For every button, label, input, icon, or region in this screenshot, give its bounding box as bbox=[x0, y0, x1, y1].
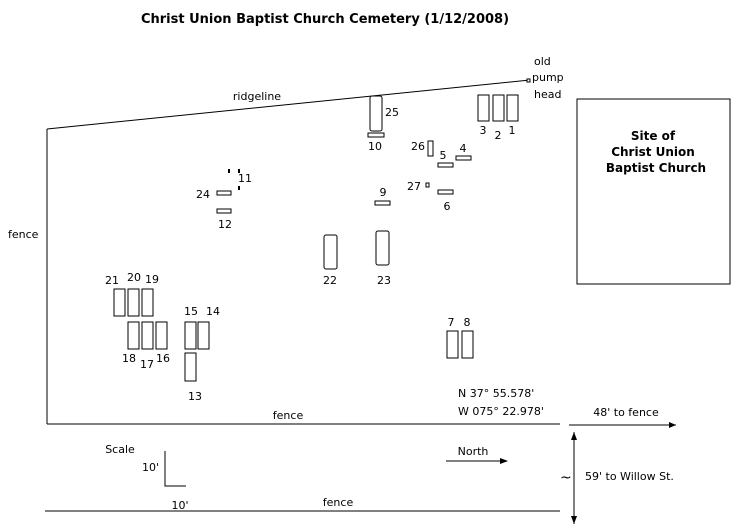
grave-label-8: 8 bbox=[464, 316, 471, 329]
grave-12 bbox=[216, 208, 232, 214]
church-label-line-3: Baptist Church bbox=[606, 161, 706, 175]
fence-label-south: fence bbox=[273, 409, 304, 422]
grave-1 bbox=[506, 94, 519, 122]
grave-label-27: 27 bbox=[407, 180, 421, 193]
north-label: North bbox=[458, 445, 489, 458]
grave-15 bbox=[184, 321, 197, 350]
grave-23 bbox=[375, 230, 390, 266]
grave-8 bbox=[461, 330, 474, 359]
grave-label-6: 6 bbox=[444, 200, 451, 213]
pump-label-line-3: head bbox=[534, 88, 561, 101]
church-site bbox=[576, 98, 731, 285]
grave-19 bbox=[141, 288, 154, 317]
grave-label-3: 3 bbox=[480, 124, 487, 137]
grave-label-7: 7 bbox=[448, 316, 455, 329]
grave-label-19: 19 bbox=[145, 273, 159, 286]
grave-label-4: 4 bbox=[460, 142, 467, 155]
ridgeline bbox=[46, 79, 531, 130]
church-label-line-2: Christ Union bbox=[611, 145, 695, 159]
distance-fence-arrowhead bbox=[669, 422, 676, 428]
grave-17 bbox=[141, 321, 154, 350]
grave-11-marker-a bbox=[228, 169, 230, 173]
latitude-label: N 37° 55.578' bbox=[458, 387, 534, 400]
grave-24 bbox=[216, 190, 232, 196]
grave-16 bbox=[155, 321, 168, 350]
grave-label-25: 25 bbox=[385, 106, 399, 119]
distance-street-label: 59' to Willow St. bbox=[585, 470, 674, 483]
grave-label-18: 18 bbox=[122, 352, 136, 365]
break-symbol: ~ bbox=[560, 470, 572, 486]
scale-label: Scale bbox=[105, 443, 135, 456]
grave-label-16: 16 bbox=[156, 352, 170, 365]
grave-21 bbox=[113, 288, 126, 317]
pump-label-line-2: pump bbox=[532, 71, 564, 84]
ridgeline-label: ridgeline bbox=[233, 90, 281, 103]
distance-street-arrowhead-top bbox=[571, 432, 577, 440]
scale-horizontal-label: 10' bbox=[171, 499, 188, 512]
grave-26 bbox=[427, 140, 434, 157]
scale-vertical-label: 10' bbox=[142, 461, 159, 474]
grave-label-21: 21 bbox=[105, 274, 119, 287]
grave-2 bbox=[492, 94, 505, 122]
map-title: Christ Union Baptist Church Cemetery (1/… bbox=[141, 12, 509, 27]
fence-label-west: fence bbox=[8, 228, 39, 241]
grave-label-2: 2 bbox=[495, 129, 502, 142]
distance-street-arrowhead-bottom bbox=[571, 516, 577, 524]
grave-27 bbox=[425, 182, 430, 188]
grave-label-15: 15 bbox=[184, 305, 198, 318]
grave-label-5: 5 bbox=[440, 149, 447, 162]
grave-11-marker-b bbox=[238, 169, 240, 173]
grave-10 bbox=[367, 132, 385, 138]
pump-head-marker bbox=[526, 78, 531, 83]
grave-20 bbox=[127, 288, 140, 317]
grave-label-20: 20 bbox=[127, 271, 141, 284]
grave-18 bbox=[127, 321, 140, 350]
grave-11-marker-c bbox=[238, 186, 240, 190]
grave-label-23: 23 bbox=[377, 274, 391, 287]
grave-label-1: 1 bbox=[509, 124, 516, 137]
grave-label-11: 11 bbox=[238, 172, 252, 185]
scale-bar bbox=[164, 451, 186, 487]
pump-label-line-1: old bbox=[534, 55, 551, 68]
grave-4 bbox=[455, 155, 472, 161]
church-label-line-1: Site of bbox=[631, 129, 676, 143]
north-arrowhead bbox=[500, 458, 508, 464]
grave-label-9: 9 bbox=[380, 186, 387, 199]
grave-label-14: 14 bbox=[206, 305, 220, 318]
grave-14 bbox=[197, 321, 210, 350]
grave-label-24: 24 bbox=[196, 188, 210, 201]
grave-3 bbox=[477, 94, 490, 122]
grave-22 bbox=[323, 234, 338, 270]
grave-6 bbox=[437, 189, 454, 195]
grave-5 bbox=[437, 162, 454, 168]
grave-label-10: 10 bbox=[368, 140, 382, 153]
longitude-label: W 075° 22.978' bbox=[458, 405, 544, 418]
grave-label-22: 22 bbox=[323, 274, 337, 287]
grave-9 bbox=[374, 200, 391, 206]
grave-7 bbox=[446, 330, 459, 359]
grave-label-26: 26 bbox=[411, 140, 425, 153]
grave-label-12: 12 bbox=[218, 218, 232, 231]
grave-25 bbox=[369, 95, 383, 132]
grave-label-13: 13 bbox=[188, 390, 202, 403]
fence-label-street: fence bbox=[323, 496, 354, 509]
grave-label-17: 17 bbox=[140, 358, 154, 371]
distance-fence-label: 48' to fence bbox=[593, 406, 659, 419]
grave-13 bbox=[184, 352, 197, 382]
